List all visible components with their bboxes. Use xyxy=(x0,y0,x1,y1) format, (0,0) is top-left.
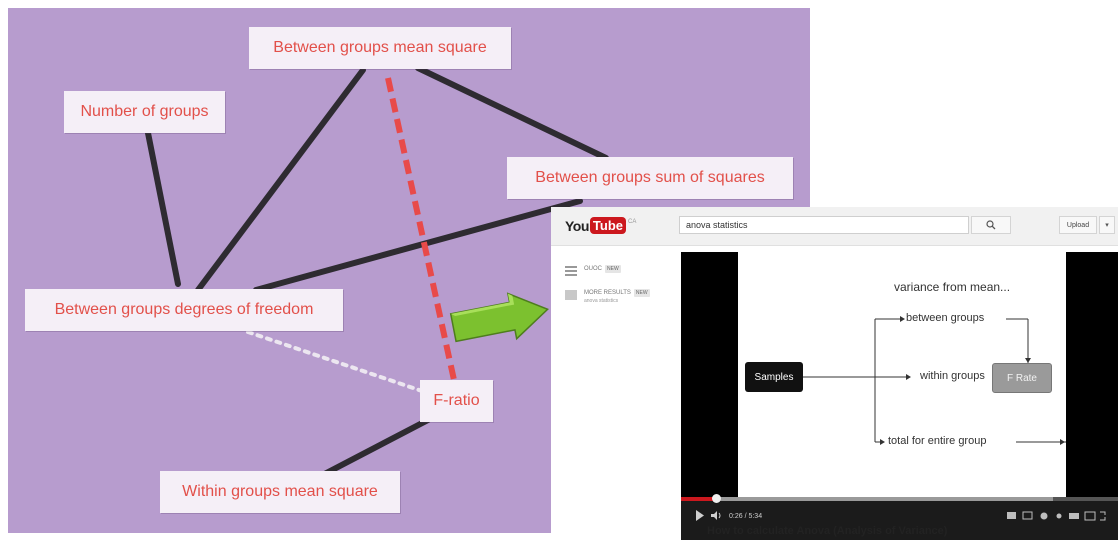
menu-icon xyxy=(565,266,577,276)
node-between-groups-mean-square: Between groups mean square xyxy=(249,27,511,69)
progress-buffer xyxy=(681,497,1053,501)
guide-badge: NEW xyxy=(633,289,650,297)
search-icon xyxy=(986,220,996,230)
progress-bar[interactable] xyxy=(681,494,1118,503)
results-icon xyxy=(565,290,577,300)
link-mean-square-to-sum-of-squares xyxy=(415,65,609,161)
link-number-of-groups-to-df xyxy=(145,130,181,287)
theater-icon xyxy=(1084,511,1096,521)
settings-icon xyxy=(1040,512,1048,520)
guide-badge: NEW xyxy=(605,265,621,273)
fullscreen-icon xyxy=(1100,511,1106,521)
logo-you-text: You xyxy=(565,217,589,234)
subtitles-icon xyxy=(1022,511,1033,520)
youtube-logo[interactable]: You Tube CA xyxy=(565,217,636,234)
video-player[interactable]: variance from mean... between groups wit… xyxy=(681,252,1118,540)
video-frame: variance from mean... between groups wit… xyxy=(738,252,1066,497)
link-df-to-f-ratio xyxy=(246,330,424,393)
search-button[interactable] xyxy=(971,216,1011,234)
volume-icon[interactable] xyxy=(711,511,723,520)
video-samples-box: Samples xyxy=(745,362,803,392)
video-between-groups-label: between groups xyxy=(906,312,985,324)
link-mean-square-to-f-ratio xyxy=(385,77,457,381)
video-total-group-label: total for entire group xyxy=(888,435,987,447)
video-slide-title: variance from mean... xyxy=(894,280,1011,294)
link-sum-of-squares-to-df xyxy=(253,198,583,293)
player-right-controls xyxy=(1007,511,1106,521)
progress-played xyxy=(681,497,716,501)
miniplayer-icon xyxy=(1069,513,1079,519)
time-display: 0:26 / 5:34 xyxy=(729,513,763,520)
youtube-header: You Tube CA Upload ▾ xyxy=(551,207,1118,246)
link-mean-square-to-df xyxy=(195,67,366,293)
video-within-groups-label: within groups xyxy=(920,370,985,382)
upload-button[interactable]: Upload xyxy=(1059,216,1097,234)
node-between-groups-sum-of-squares: Between groups sum of squares xyxy=(507,157,793,199)
video-diagram-lines xyxy=(803,316,1066,445)
concept-map-links xyxy=(145,65,609,483)
chevron-down-icon: ▾ xyxy=(1105,222,1109,229)
logo-region-text: CA xyxy=(628,218,637,225)
node-number-of-groups: Number of groups xyxy=(64,91,225,133)
node-within-groups-mean-square: Within groups mean square xyxy=(160,471,400,513)
guide-label-more-results: MORE RESULTS xyxy=(584,290,631,296)
guide-sub-label: anova statistics xyxy=(584,298,619,304)
video-f-rate-box: F Rate xyxy=(992,363,1052,393)
player-controls: 0:26 / 5:34 xyxy=(681,494,1118,540)
captions-icon xyxy=(1007,512,1016,519)
play-icon[interactable] xyxy=(695,510,705,521)
logo-tube-text: Tube xyxy=(589,217,626,234)
video-title[interactable]: How to calculate Anova (Analysis of Vari… xyxy=(707,525,948,537)
annotations-icon xyxy=(1056,513,1062,519)
node-between-groups-degrees-of-freedom: Between groups degrees of freedom xyxy=(25,289,343,331)
link-f-ratio-to-within xyxy=(310,417,431,483)
search-input[interactable] xyxy=(679,216,969,234)
progress-scrubber[interactable] xyxy=(712,494,721,503)
node-f-ratio: F-ratio xyxy=(420,380,493,422)
guide-label-ouoc: OUOC xyxy=(584,266,602,272)
upload-menu-button[interactable]: ▾ xyxy=(1099,216,1115,234)
green-arrow xyxy=(449,292,549,343)
